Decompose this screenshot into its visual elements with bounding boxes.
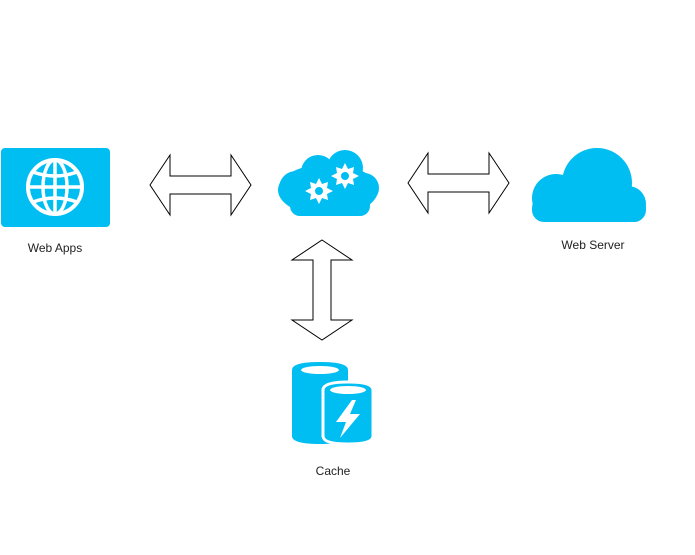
globe-icon[interactable]: [1, 148, 110, 227]
arrow-webapps-service[interactable]: [149, 153, 252, 217]
node-label-web-apps: Web Apps: [27, 241, 83, 255]
arrow-service-cache[interactable]: [290, 239, 354, 341]
node-label-cache: Cache: [315, 464, 351, 478]
cloud-gears-icon[interactable]: [278, 150, 379, 216]
node-label-web-server: Web Server: [561, 238, 625, 252]
cache-database-icon[interactable]: [292, 362, 375, 446]
arrow-service-webserver[interactable]: [407, 151, 510, 215]
cloud-icon[interactable]: [532, 148, 646, 222]
